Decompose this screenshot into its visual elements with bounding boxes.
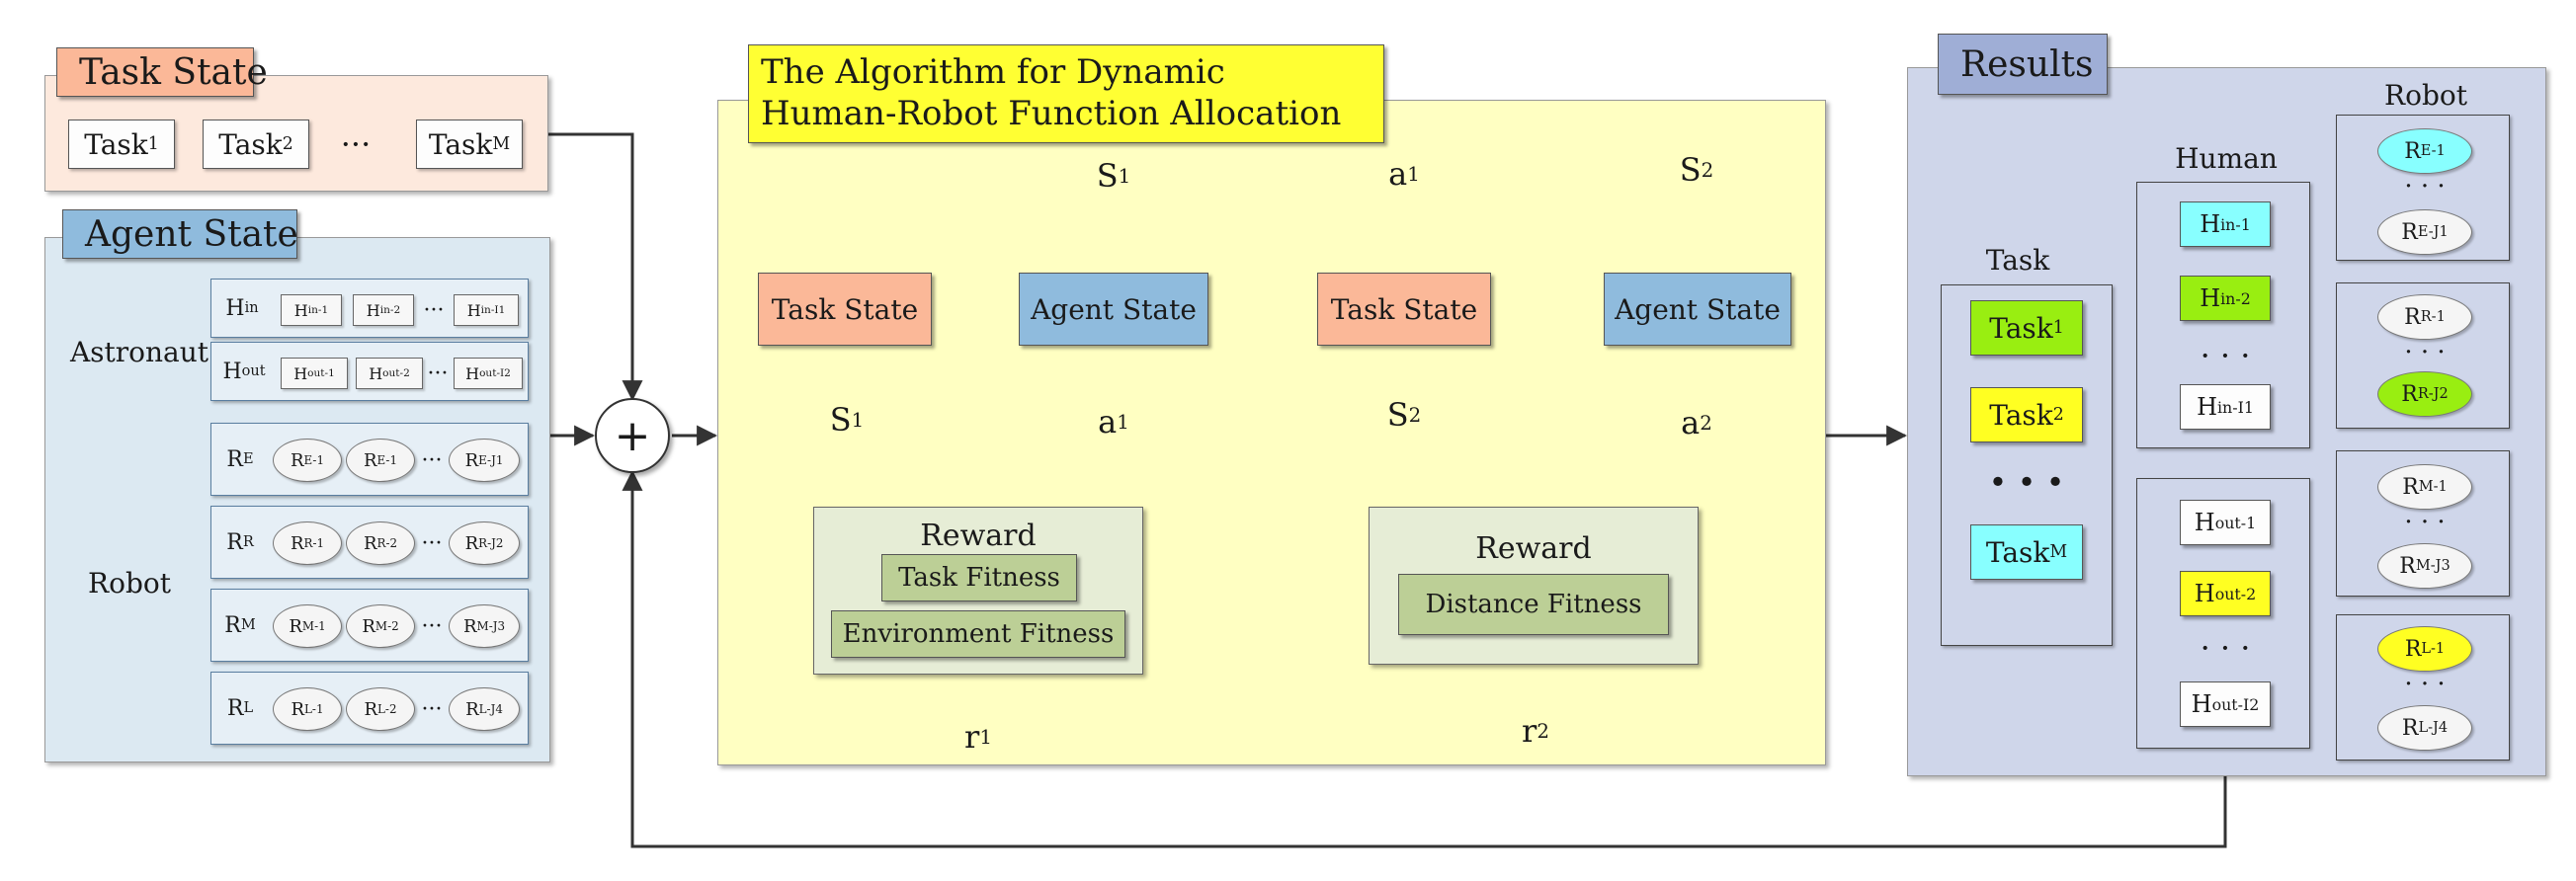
results-task-title: Task [1985,243,2050,277]
results-robot-title: Robot [2384,78,2467,112]
distance-fitness: Distance Fitness [1398,574,1669,635]
task-state-to-sum-arrow [548,132,643,402]
task-fitness: Task Fitness [881,554,1077,601]
r-m-ellipsis: ··· [421,613,443,639]
algorithm-title-line1: The Algorithm for Dynamic [761,52,1225,92]
algo-agent-state-2: Agent State [1604,273,1791,346]
algorithm-title: The Algorithm for Dynamic Human-Robot Fu… [748,44,1384,143]
task-state-title: Task State [56,47,268,97]
summation-node: + [595,398,670,473]
result-h-in-ellipsis: · · · [2200,337,2251,374]
results-title: Results [1938,34,2108,95]
h-out-ellipsis: ··· [427,360,449,386]
r-r-ellipsis: ··· [421,530,443,556]
astronaut-label: Astronaut [69,335,209,368]
algo-task-state-1: Task State [758,273,932,346]
algorithm-title-line2: Human-Robot Function Allocation [761,94,1342,133]
task-state-ellipsis: ··· [340,125,372,163]
robot-label: Robot [88,566,171,600]
result-r-l-ellipsis: · · · [2404,670,2446,699]
results-robot-l-group [2336,614,2510,761]
algo-task-state-2: Task State [1317,273,1491,346]
results-robot-m-group [2336,450,2510,597]
result-h-out-ellipsis: · · · [2200,629,2251,667]
r-l-ellipsis: ··· [421,696,443,722]
reward1-title: Reward [920,518,1037,553]
algo-agent-state-1: Agent State [1019,273,1208,346]
h-in-ellipsis: ··· [423,297,445,323]
environment-fitness: Environment Fitness [831,610,1125,658]
result-task-ellipsis: • • • [1988,463,2065,501]
results-human-title: Human [2175,141,2278,175]
result-r-m-ellipsis: · · · [2404,508,2446,537]
reward2-title: Reward [1475,530,1592,566]
result-r-e-ellipsis: · · · [2404,172,2446,201]
r-e-ellipsis: ··· [421,447,443,473]
result-r-r-ellipsis: · · · [2404,338,2446,367]
agent-state-title: Agent State [62,209,298,259]
